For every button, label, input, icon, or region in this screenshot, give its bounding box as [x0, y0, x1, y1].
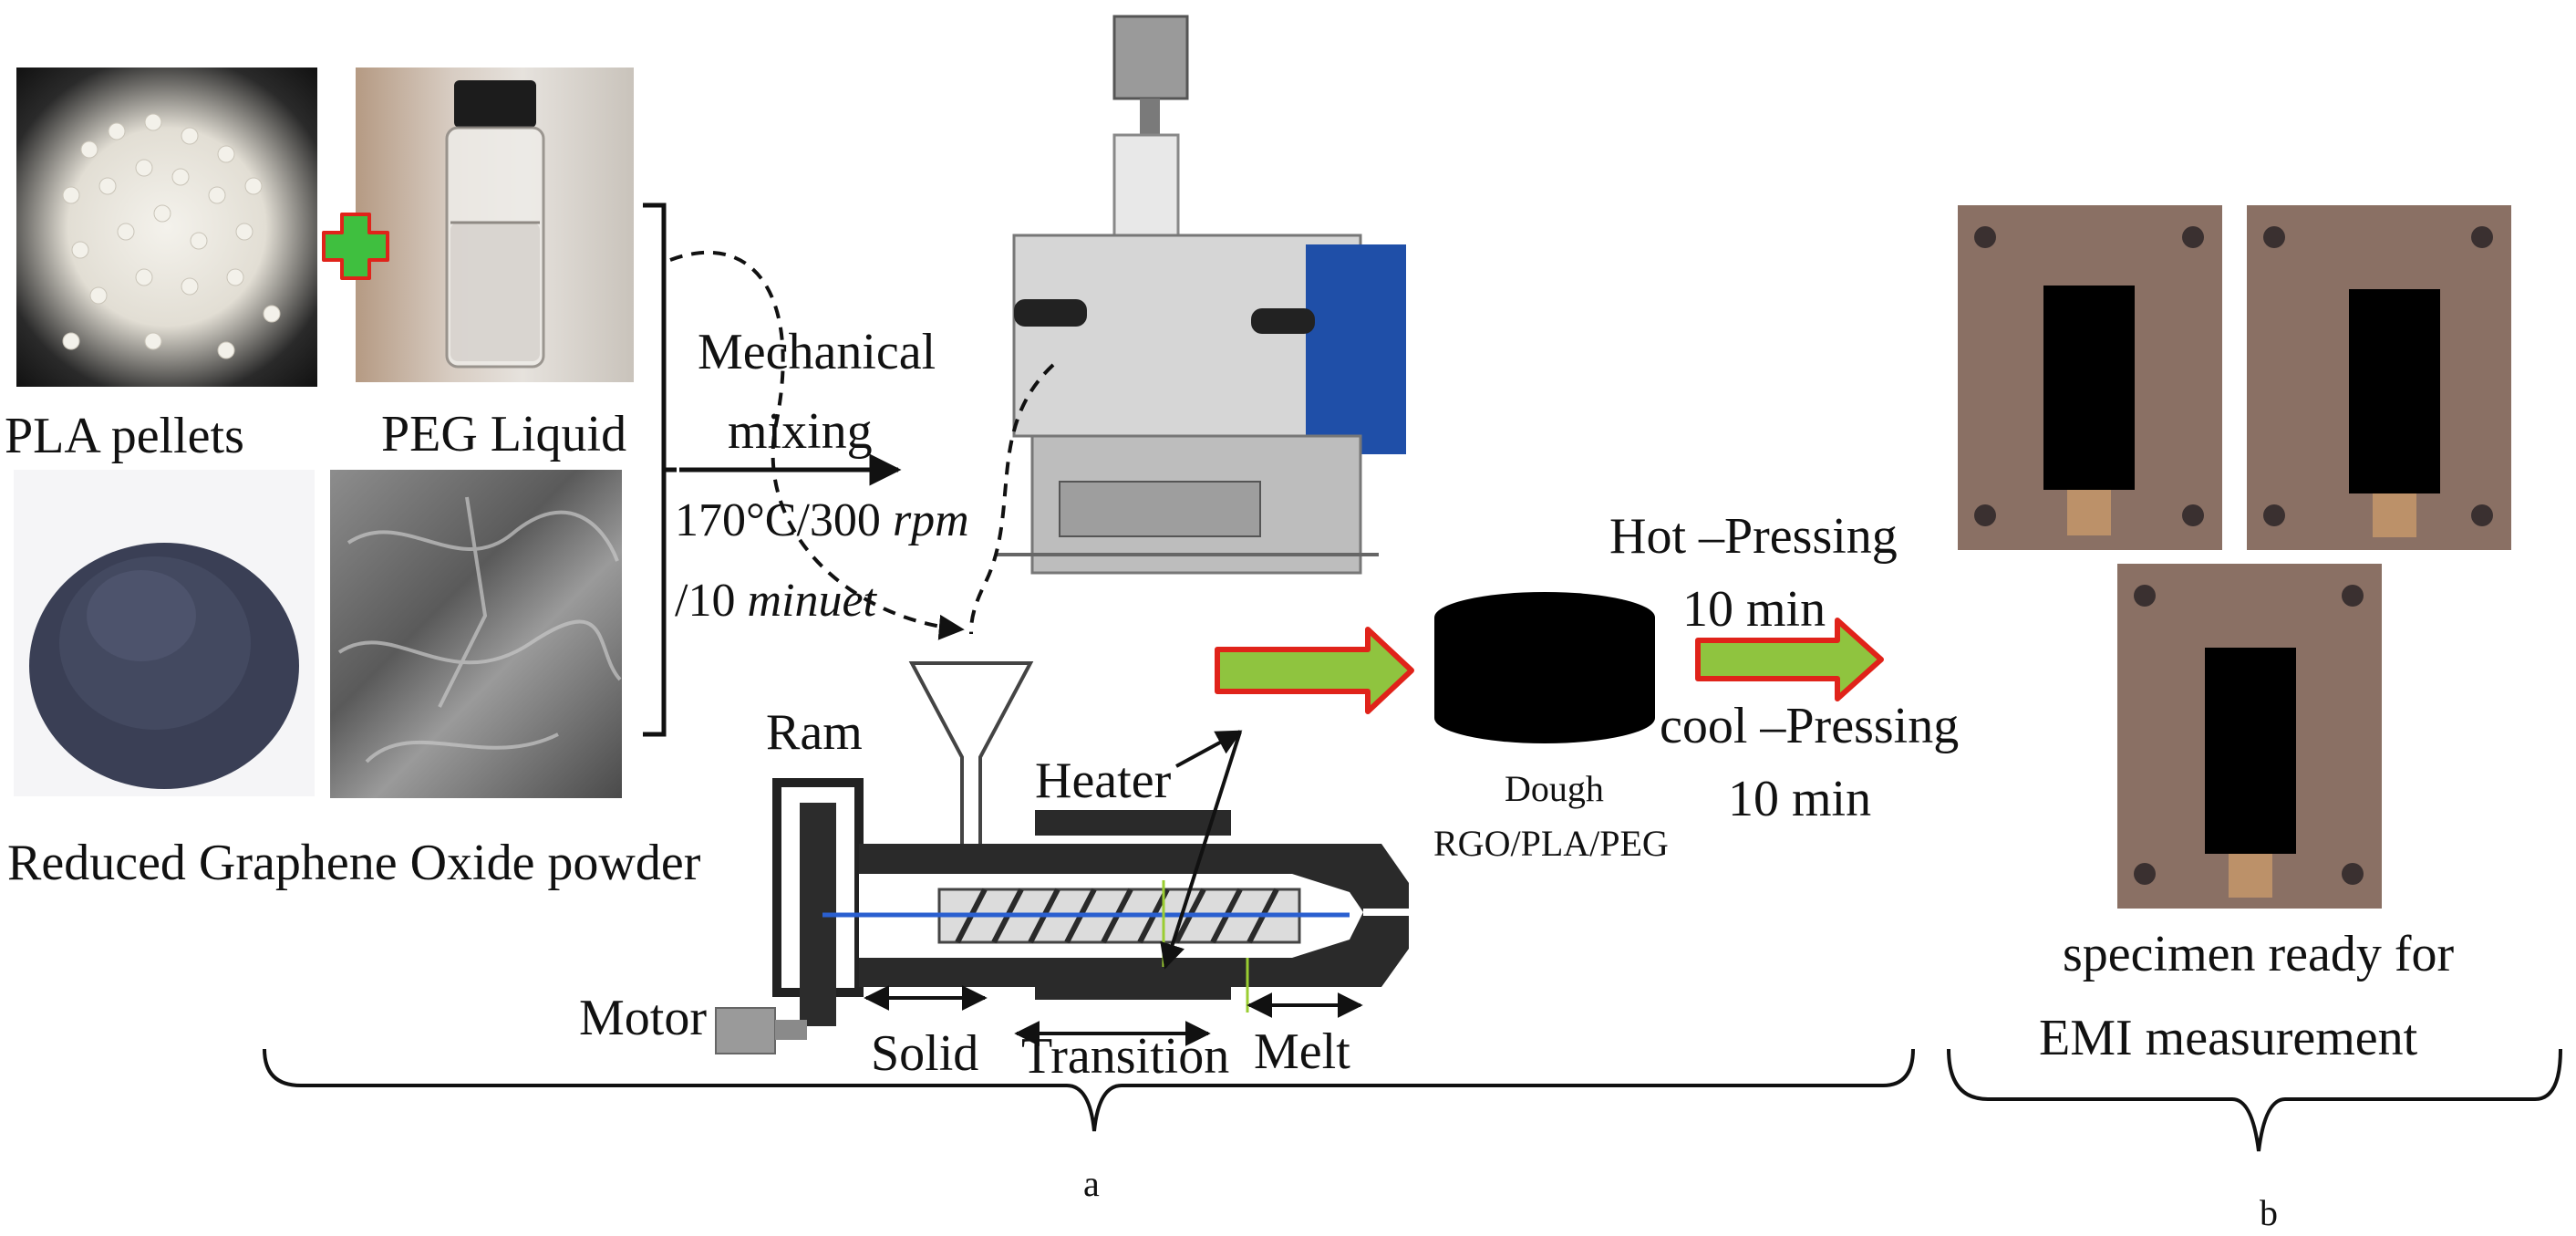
materials-bracket: [643, 203, 677, 737]
mixer-machine-photo: [978, 7, 1413, 609]
rgo-pile: [29, 543, 299, 789]
specimen-label-line1: specimen ready for: [2063, 926, 2455, 982]
block-arrow-to-dough: [1215, 627, 1414, 714]
hopper: [908, 661, 1034, 873]
mixing-conditions-value: 170°C/300: [675, 494, 893, 546]
mixing-conditions-line1: 170°C/300 rpm: [675, 497, 969, 545]
motor-label: Motor: [579, 990, 707, 1046]
melt-label: Melt: [1254, 1023, 1350, 1080]
specimen-photo-3: [2117, 564, 2382, 909]
mixing-time-value: /10: [675, 575, 748, 627]
hot-pressing-time: 10 min: [1682, 581, 1826, 638]
specimen-label-line2: EMI measurement: [2039, 1010, 2418, 1066]
rgo-label: Reduced Graphene Oxide powder: [7, 835, 701, 891]
peg-liquid-photo: [356, 68, 634, 382]
specimen-plate-2: [2247, 205, 2511, 550]
mixing-conditions-unit: rpm: [892, 494, 969, 546]
specimen-photo-2: [2247, 205, 2511, 550]
panel-label-a: a: [1083, 1163, 1100, 1204]
hot-pressing-label: Hot –Pressing: [1609, 508, 1898, 565]
dough-cylinder: [1434, 592, 1655, 743]
heater-bottom: [1035, 974, 1231, 1000]
extruder-schematic: [715, 661, 1409, 1054]
rgo-powder-photo: [14, 470, 315, 796]
mixing-label-line2: mixing: [728, 403, 873, 460]
brace-a: [263, 1048, 1915, 1132]
dough-label-line2: RGO/PLA/PEG: [1433, 823, 1669, 864]
dough-label-line1: Dough: [1505, 768, 1604, 809]
panel-label-b: b: [2260, 1192, 2278, 1233]
pla-label: PLA pellets: [5, 408, 244, 464]
sem-texture: [337, 496, 622, 763]
dashed-curve-right: [969, 363, 1055, 635]
mixer-machine: [996, 15, 1406, 575]
peg-vial: [445, 80, 545, 369]
block-arrow-to-specimen: [1695, 618, 1884, 701]
heater-pointer-top: [1175, 730, 1243, 768]
dashed-curve-left: [669, 250, 965, 640]
cool-pressing-time: 10 min: [1728, 771, 1872, 827]
specimen-plate-3: [2117, 564, 2382, 909]
motor: [715, 1007, 776, 1054]
mixing-time-unit: minuet: [747, 575, 876, 627]
transition-label: Transition: [1021, 1028, 1230, 1085]
heater-pointer-bottom: [1160, 731, 1242, 970]
heater-label: Heater: [1035, 753, 1172, 809]
ram-label: Ram: [766, 704, 863, 761]
specimen-plate-1: [1958, 205, 2222, 550]
rgo-sem-photo: [330, 470, 622, 798]
pla-pellets-photo: [16, 68, 317, 387]
solid-label: Solid: [871, 1025, 979, 1082]
mixing-conditions-line2: /10 minuet: [675, 577, 876, 625]
heater-top: [1035, 810, 1231, 836]
specimen-photo-1: [1958, 205, 2222, 550]
brace-b-line: [1947, 1048, 2562, 1152]
cool-pressing-label: cool –Pressing: [1660, 698, 1960, 754]
mixing-label-line1: Mechanical: [698, 324, 936, 380]
pla-pellets-texture: [62, 113, 281, 359]
peg-label: PEG Liquid: [381, 406, 627, 462]
